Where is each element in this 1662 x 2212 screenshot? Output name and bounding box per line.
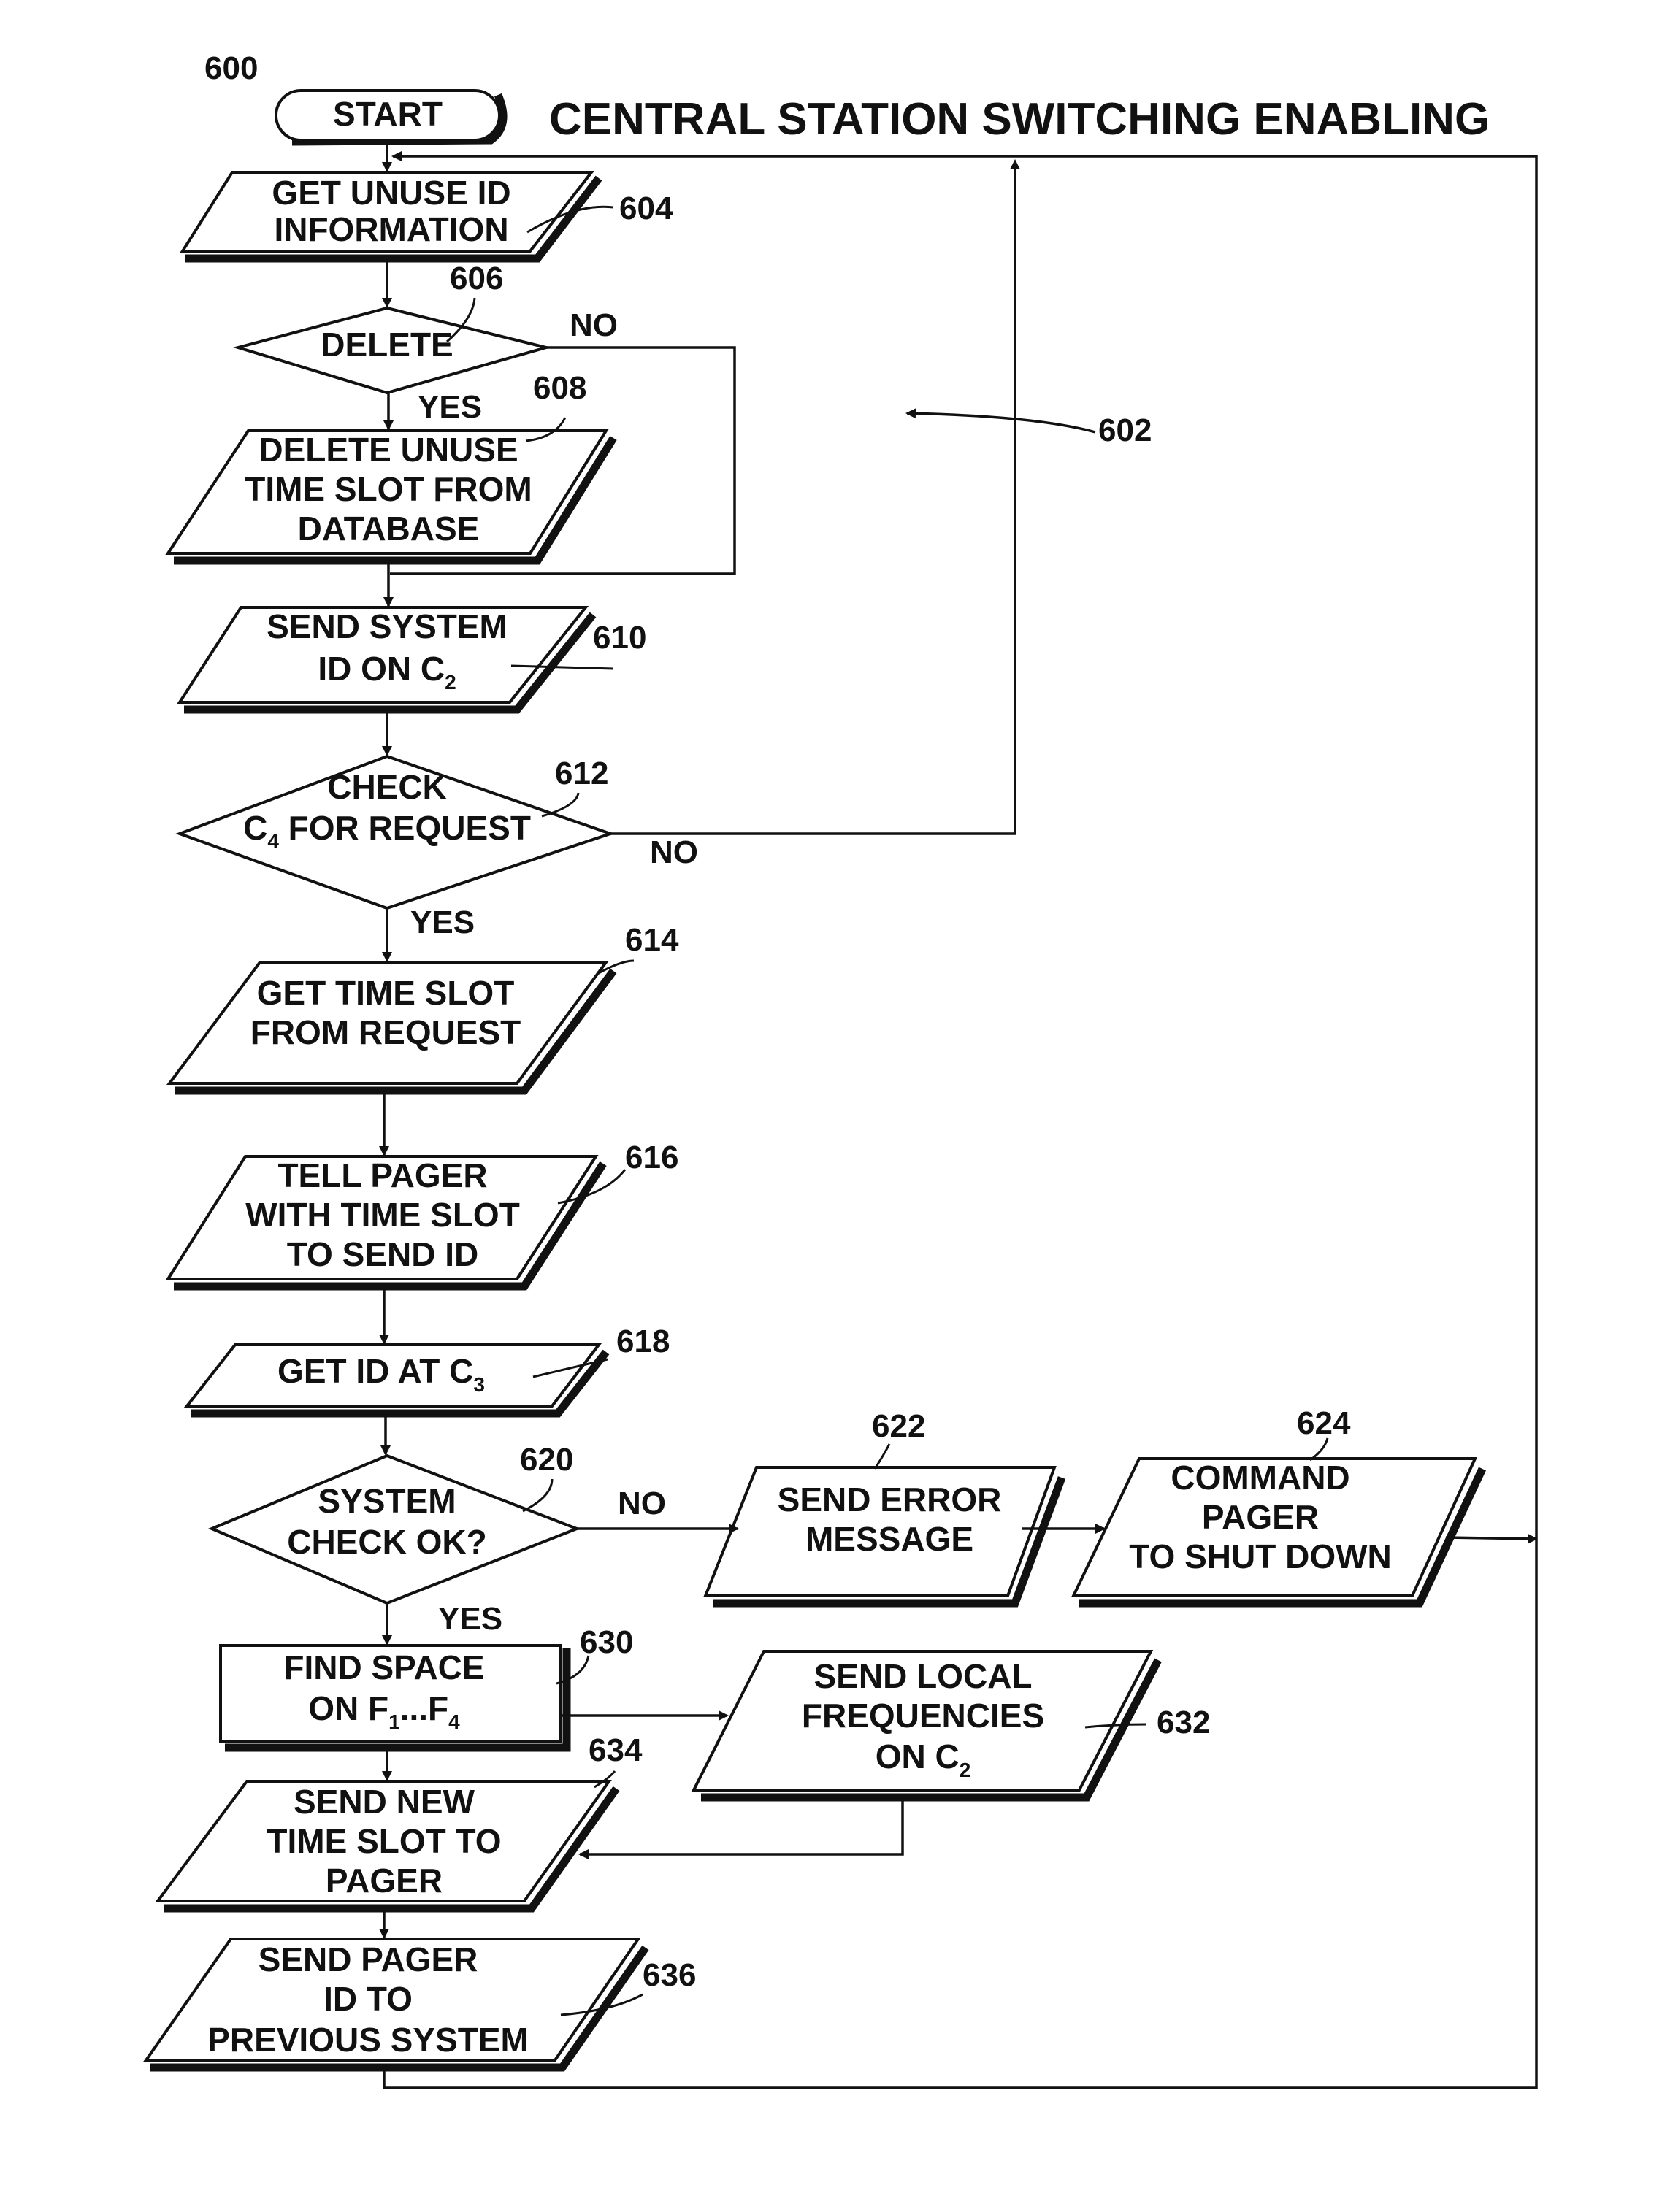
step-616-line-3: TO SEND ID [287, 1235, 478, 1273]
step-610-subscript: 2 [445, 671, 456, 694]
ref-604: 604 [619, 191, 673, 226]
step-624-line-3: TO SHUT DOWN [1129, 1537, 1391, 1575]
step-618-get-id-at-c3: GET ID AT C3 [187, 1345, 606, 1413]
step-630-line-1: FIND SPACE [283, 1648, 484, 1686]
step-622-send-error: SEND ERROR MESSAGE [705, 1467, 1062, 1603]
step-630-range: ...F [400, 1689, 448, 1727]
ref-618: 618 [616, 1324, 670, 1359]
decision-612-yes: YES [410, 905, 475, 940]
ref-600: 600 [204, 50, 258, 86]
step-630-on-f: ON F [308, 1689, 388, 1727]
step-636-line-3: PREVIOUS SYSTEM [207, 2021, 529, 2059]
step-636-line-1: SEND PAGER [259, 1940, 478, 1978]
step-630-find-space: FIND SPACE ON F1...F4 [221, 1645, 567, 1748]
step-636-send-pager-id: SEND PAGER ID TO PREVIOUS SYSTEM [146, 1939, 646, 2067]
ref-632: 632 [1157, 1705, 1210, 1740]
step-634-line-1: SEND NEW [294, 1783, 475, 1821]
step-636-line-2: ID TO [323, 1980, 413, 2018]
decision-612-line-1: CHECK [327, 768, 447, 806]
step-618-line-1: GET ID AT C3 [277, 1352, 485, 1396]
step-614-line-2: FROM REQUEST [250, 1013, 521, 1051]
step-632-subscript: 2 [960, 1759, 971, 1781]
decision-620-yes: YES [438, 1601, 502, 1637]
ref-610: 610 [593, 620, 646, 656]
ref-622: 622 [872, 1408, 925, 1444]
ref-636: 636 [643, 1957, 696, 1993]
step-604-line-2: INFORMATION [274, 210, 508, 248]
step-632-on-c: ON C [876, 1737, 960, 1775]
step-624-line-2: PAGER [1202, 1498, 1319, 1536]
ref-624: 624 [1297, 1405, 1351, 1441]
step-618-subscript: 3 [473, 1373, 485, 1396]
ref-614: 614 [625, 922, 679, 958]
step-618-text: GET ID AT C [277, 1352, 473, 1390]
step-616-line-1: TELL PAGER [277, 1156, 487, 1194]
decision-612-for-request: FOR REQUEST [279, 809, 531, 847]
decision-612-c: C [243, 809, 267, 847]
decision-620-no: NO [618, 1486, 666, 1521]
step-610-line-2: ID ON C2 [318, 650, 456, 694]
decision-612-no: NO [650, 834, 698, 870]
ref-602: 602 [1098, 412, 1152, 448]
ref-634: 634 [589, 1732, 643, 1768]
step-608-line-2: TIME SLOT FROM [245, 470, 532, 508]
decision-606-yes: YES [418, 389, 482, 425]
step-608-line-3: DATABASE [298, 510, 480, 548]
diagram-title: CENTRAL STATION SWITCHING ENABLING [549, 94, 1490, 145]
ref-616: 616 [625, 1140, 678, 1175]
decision-606-no: NO [570, 307, 618, 343]
step-630-subscript-4: 4 [448, 1710, 460, 1733]
step-616-line-2: WITH TIME SLOT [245, 1196, 520, 1234]
decision-606-delete: DELETE [238, 308, 546, 393]
step-634-line-3: PAGER [326, 1862, 443, 1900]
decision-620-line-1: SYSTEM [318, 1482, 456, 1520]
start-label: START [333, 95, 443, 133]
step-630-line-2: ON F1...F4 [308, 1689, 460, 1733]
ref-608: 608 [533, 370, 586, 406]
step-610-send-system-id: SEND SYSTEM ID ON C2 [180, 607, 593, 710]
step-632-line-3: ON C2 [876, 1737, 971, 1781]
step-610-line-1: SEND SYSTEM [267, 607, 508, 645]
ref-606: 606 [450, 261, 503, 296]
step-608-line-1: DELETE UNUSE [259, 431, 518, 469]
decision-612-line-2: C4 FOR REQUEST [243, 809, 531, 853]
step-632-line-1: SEND LOCAL [814, 1657, 1033, 1695]
decision-620-system-check: SYSTEM CHECK OK? [212, 1456, 577, 1603]
step-604-get-unuse-id: GET UNUSE ID INFORMATION [183, 172, 599, 258]
step-616-tell-pager: TELL PAGER WITH TIME SLOT TO SEND ID [168, 1156, 603, 1286]
step-610-line-2-text: ID ON C [318, 650, 445, 688]
step-614-line-1: GET TIME SLOT [257, 974, 515, 1012]
decision-612-check-c4: CHECK C4 FOR REQUEST [180, 756, 610, 908]
ref-630: 630 [580, 1624, 633, 1660]
decision-620-line-2: CHECK OK? [287, 1523, 486, 1561]
step-604-line-1: GET UNUSE ID [272, 174, 510, 212]
step-622-line-1: SEND ERROR [778, 1481, 1002, 1518]
step-632-send-local-frequencies: SEND LOCAL FREQUENCIES ON C2 [694, 1651, 1158, 1797]
step-608-delete-unuse: DELETE UNUSE TIME SLOT FROM DATABASE [168, 431, 613, 561]
step-622-line-2: MESSAGE [805, 1520, 973, 1558]
decision-606-label: DELETE [321, 326, 453, 364]
start-terminal: START [276, 91, 503, 142]
step-624-command-pager: COMMAND PAGER TO SHUT DOWN [1073, 1459, 1482, 1603]
step-630-subscript-1: 1 [388, 1710, 400, 1733]
ref-620: 620 [520, 1442, 573, 1478]
step-614-get-time-slot: GET TIME SLOT FROM REQUEST [169, 962, 613, 1091]
step-632-line-2: FREQUENCIES [802, 1697, 1044, 1735]
step-624-line-1: COMMAND [1171, 1459, 1349, 1497]
step-634-line-2: TIME SLOT TO [267, 1822, 501, 1860]
decision-612-subscript: 4 [267, 830, 279, 853]
step-634-send-new-time-slot: SEND NEW TIME SLOT TO PAGER [158, 1781, 616, 1908]
ref-612: 612 [555, 756, 608, 791]
